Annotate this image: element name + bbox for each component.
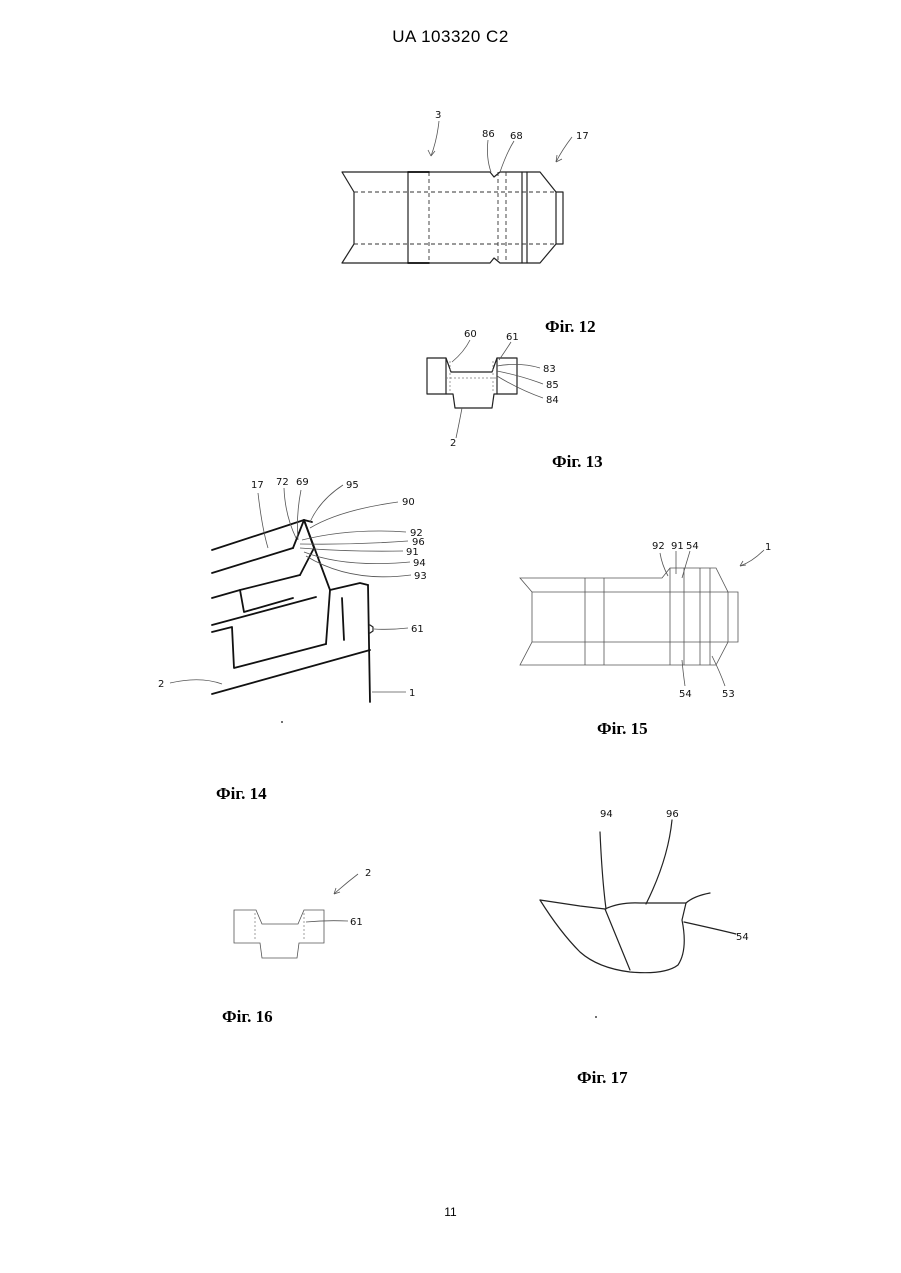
fig16-ref-61: 61 xyxy=(350,917,363,928)
fig15-ref-54-top: 54 xyxy=(686,541,699,552)
fig14-ref-17: 17 xyxy=(251,480,264,491)
fig12-ref-17: 17 xyxy=(576,131,589,142)
fig17-ref-96: 96 xyxy=(666,809,679,820)
fig14-drawing: 17 72 69 95 90 92 96 91 94 93 61 2 1 xyxy=(158,477,427,702)
fig14-ref-61: 61 xyxy=(411,624,424,635)
fig14-ref-69: 69 xyxy=(296,477,309,488)
fig14-ref-90: 90 xyxy=(402,497,415,508)
fig15-caption: Фіг. 15 xyxy=(597,719,648,739)
fig15-ref-1: 1 xyxy=(765,542,771,553)
fig12-ref-86: 86 xyxy=(482,129,495,140)
fig17-ref-54: 54 xyxy=(736,932,749,943)
fig12-ref-68: 68 xyxy=(510,131,523,142)
fig14-ref-91: 91 xyxy=(406,547,419,558)
fig14-ref-93: 93 xyxy=(414,571,427,582)
fig13-ref-85: 85 xyxy=(546,380,559,391)
fig15-drawing: 92 91 54 1 54 53 xyxy=(520,541,771,700)
fig16-ref-2: 2 xyxy=(365,868,371,879)
fig12-caption: Фіг. 12 xyxy=(545,317,596,337)
fig17-caption: Фіг. 17 xyxy=(577,1068,628,1088)
fig15-ref-91: 91 xyxy=(671,541,684,552)
fig14-ref-1: 1 xyxy=(409,688,415,699)
fig13-ref-60: 60 xyxy=(464,329,477,340)
fig14-caption: Фіг. 14 xyxy=(216,784,267,804)
fig13-caption: Фіг. 13 xyxy=(552,452,603,472)
fig13-ref-2: 2 xyxy=(450,438,456,449)
fig16-caption: Фіг. 16 xyxy=(222,1007,273,1027)
page-number: 11 xyxy=(0,1205,901,1219)
fig16-drawing: 2 61 xyxy=(234,868,371,958)
fig15-ref-53: 53 xyxy=(722,689,735,700)
fig13-ref-83: 83 xyxy=(543,364,556,375)
fig12-drawing: 3 86 68 17 xyxy=(342,110,589,263)
fig13-drawing: 60 61 83 85 84 2 xyxy=(427,329,559,449)
fig14-ref-2: 2 xyxy=(158,679,164,690)
fig15-ref-92: 92 xyxy=(652,541,665,552)
fig14-ref-94: 94 xyxy=(413,558,426,569)
fig14-ref-95: 95 xyxy=(346,480,359,491)
fig17-ref-94: 94 xyxy=(600,809,613,820)
fig12-ref-3: 3 xyxy=(435,110,441,121)
fig14-ref-72: 72 xyxy=(276,477,289,488)
fig13-ref-61: 61 xyxy=(506,332,519,343)
fig17-drawing: 94 96 54 xyxy=(540,809,749,973)
fig15-ref-54-bottom: 54 xyxy=(679,689,692,700)
fig13-ref-84: 84 xyxy=(546,395,559,406)
